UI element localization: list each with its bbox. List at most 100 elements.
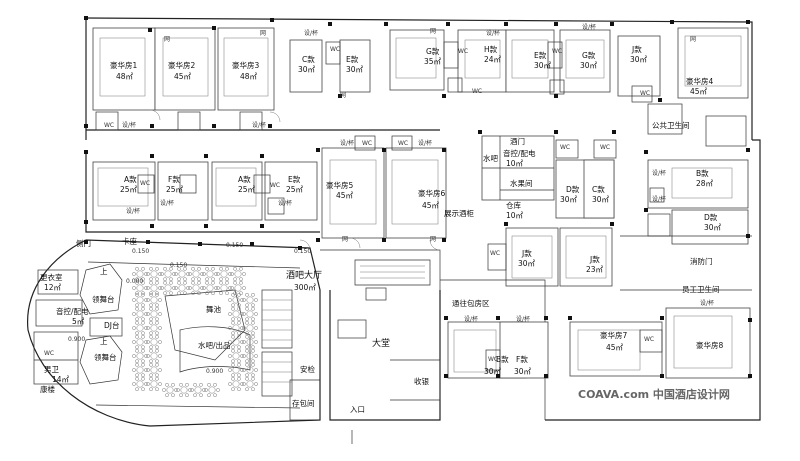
sound-control-2-area: 5㎡ [72, 317, 85, 326]
table-seat [214, 272, 218, 276]
table-seat [254, 368, 258, 372]
equip-cabinet-tag: 设/杯 [700, 300, 715, 307]
table-seat [177, 291, 181, 296]
equip-cabinet-tag: 设/杯 [516, 316, 531, 323]
table-seat [135, 362, 139, 367]
table-seat [169, 280, 173, 285]
table-seat [149, 266, 153, 271]
table-seat [135, 345, 139, 350]
room-d-right [671, 209, 749, 245]
table-seat [135, 320, 139, 325]
table-seat [141, 331, 145, 336]
bag-storage-label: 存包间 [292, 399, 315, 408]
wc-block [487, 243, 507, 271]
table-seat [171, 393, 175, 398]
table-seat [155, 373, 159, 378]
room-name: B款 [696, 169, 709, 178]
lobby-label: 大堂 [372, 339, 391, 349]
table-seat [165, 393, 169, 398]
table-seat [191, 291, 195, 296]
table-seat [163, 277, 167, 282]
table-seat [231, 362, 235, 367]
table-seat [141, 280, 145, 285]
elevation-label: 0.150 [132, 248, 150, 255]
table-seat [197, 277, 201, 282]
entrance-label: 入口 [350, 405, 365, 414]
room-area: 30㎡ [484, 367, 502, 376]
table-seat [149, 331, 153, 336]
watermark: COAVA.com 中国酒店设计网 [578, 388, 730, 401]
table-seat [191, 277, 195, 282]
structural-column [644, 208, 648, 212]
structural-column [84, 124, 88, 128]
table-seat [169, 277, 173, 282]
table-seat [213, 382, 217, 387]
changing-room-label: 更衣室 [40, 273, 63, 282]
table-seat [136, 324, 144, 332]
wc-block [391, 135, 413, 151]
table-seat [231, 317, 235, 322]
table-seat [141, 292, 145, 297]
table-seat [179, 382, 183, 387]
wc-block [325, 41, 341, 65]
table-seat [141, 303, 145, 308]
table-seat [166, 386, 174, 394]
table-seat [149, 387, 153, 392]
table-seat [231, 373, 235, 378]
structural-column [268, 124, 272, 128]
dance-floor-label: 舞池 [206, 305, 221, 314]
room-name: G款 [426, 47, 440, 56]
structural-column [250, 242, 254, 246]
structural-column [212, 26, 216, 30]
room-name: J款 [522, 249, 532, 258]
table-seat [141, 306, 145, 311]
table-seat [186, 286, 190, 290]
table-seat [237, 362, 241, 367]
structural-column [198, 242, 202, 246]
table-seat [193, 382, 197, 387]
table-seat [155, 387, 159, 392]
table-seat [211, 266, 215, 271]
wc-block [354, 135, 376, 151]
table-seat [165, 382, 169, 387]
table-seat [155, 306, 159, 311]
table-seat [233, 277, 237, 282]
wc-block [547, 41, 563, 69]
table-seat [251, 373, 255, 378]
table-seat [245, 306, 249, 311]
table-seat [150, 380, 158, 388]
table-seat [150, 338, 158, 346]
cashier-counter [390, 359, 441, 401]
table-seat [162, 388, 166, 392]
table-seat [245, 387, 249, 392]
structural-column [150, 124, 154, 128]
table-seat [251, 292, 255, 297]
table-seat [245, 320, 249, 325]
wc-tag: WC [600, 144, 611, 151]
bar-hall-label: 酒吧大厅 [286, 271, 323, 281]
table-seat [251, 362, 255, 367]
structural-column [260, 224, 264, 228]
table-seat [202, 272, 206, 276]
table-seat [205, 291, 209, 296]
table-seat [213, 393, 217, 398]
table-seat [199, 393, 203, 398]
equip-cabinet-tag: 设/杯 [252, 122, 267, 129]
table-seat [146, 354, 150, 358]
table-clusters [132, 266, 258, 398]
table-seat [240, 312, 244, 316]
table-seat [245, 362, 249, 367]
bar-hall-area: 300㎡ [294, 283, 316, 292]
table-seat [245, 348, 249, 353]
table-seat [158, 298, 162, 302]
table-seat [149, 280, 153, 285]
table-seat [155, 376, 159, 381]
table-seat [149, 345, 153, 350]
table-seat [135, 376, 139, 381]
wc-tag: WC [458, 48, 469, 55]
middle-left-wall [85, 150, 320, 233]
table-seat [136, 352, 144, 360]
table-seat [174, 272, 178, 276]
structural-column [444, 374, 448, 378]
table-seat [191, 280, 195, 285]
